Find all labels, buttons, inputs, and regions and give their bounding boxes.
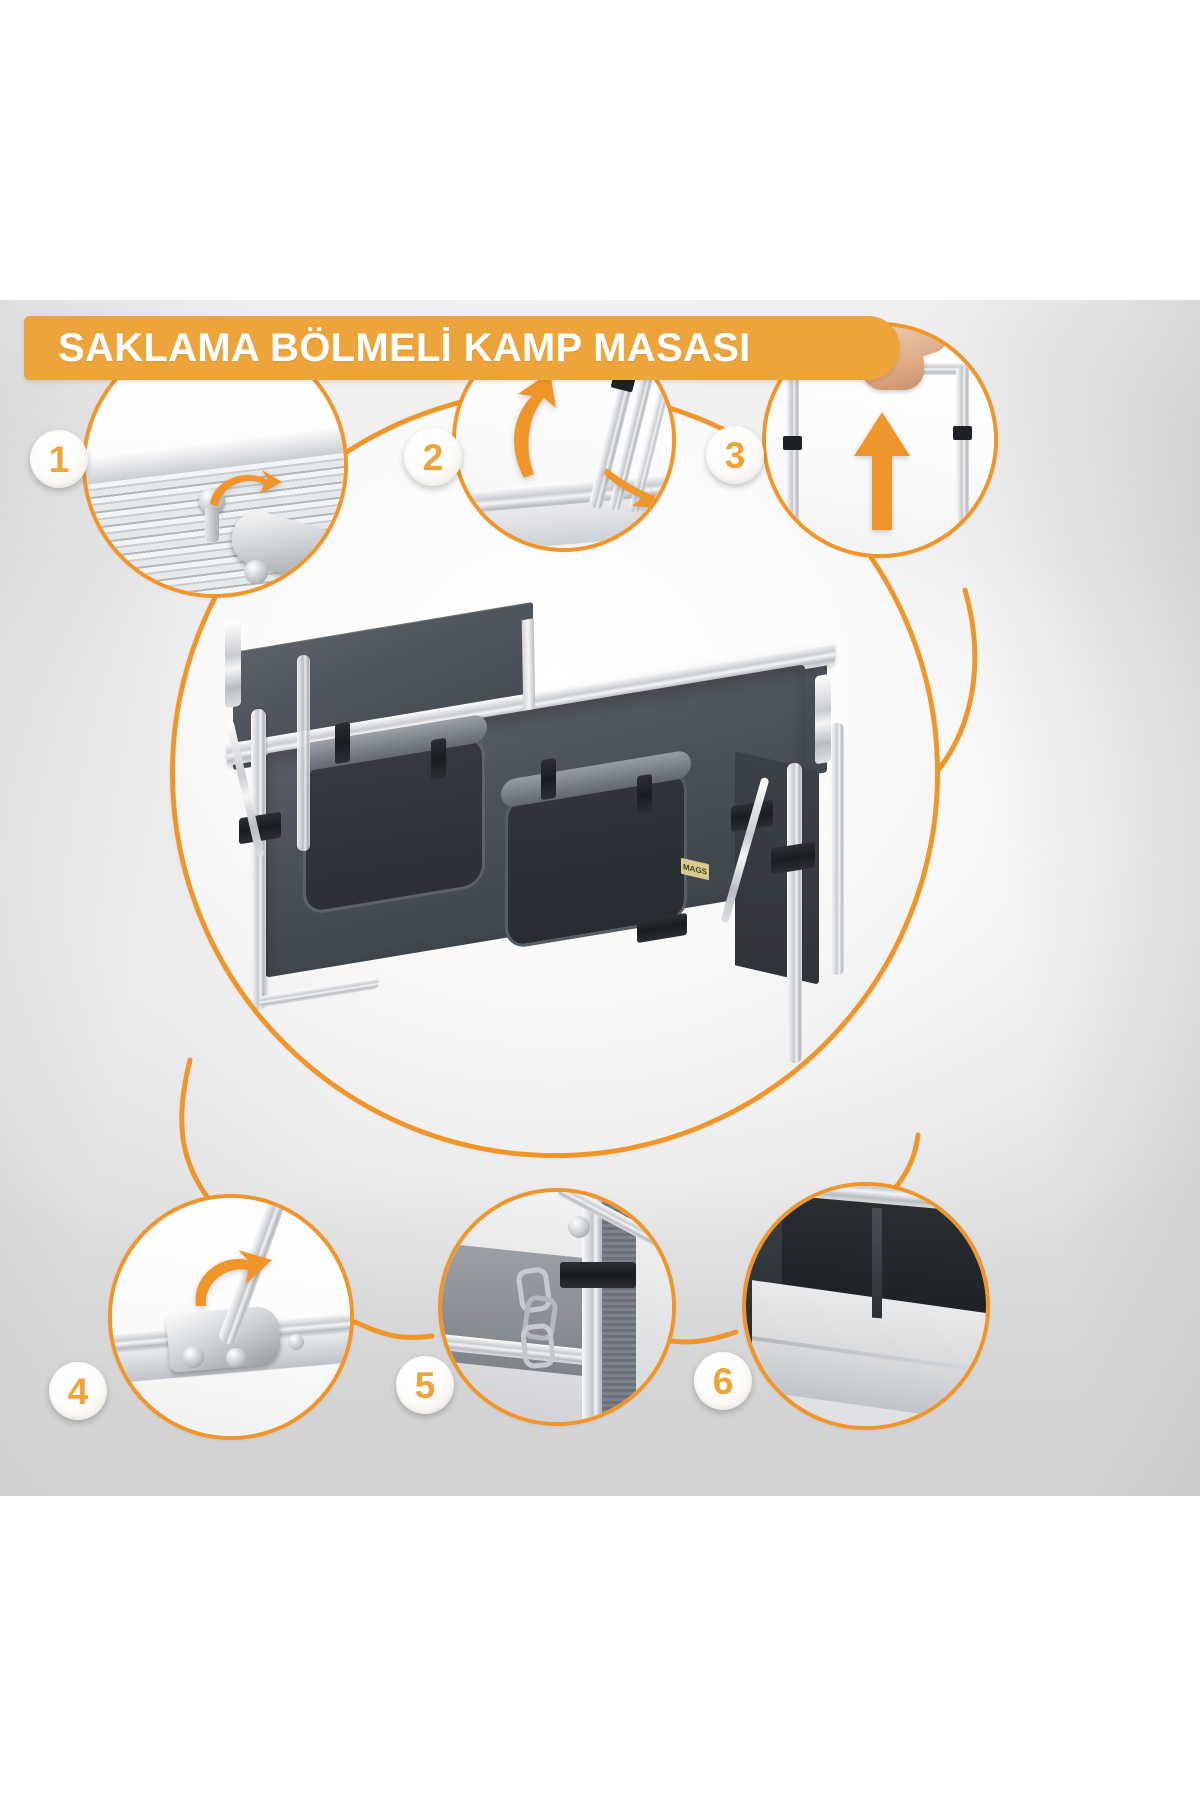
callout-circle-6 [742,1182,990,1430]
callout-badge-3: 3 [706,426,764,484]
interior-divider [872,1207,882,1319]
rotate-arrow-4 [195,1250,272,1306]
unfold-arrow-2b [604,468,660,508]
hinge-rivet-3 [288,1334,304,1350]
table-right-rail [815,673,831,765]
rotate-arrow-1 [210,470,282,506]
carry-left-post [786,366,799,552]
unfold-arrow-2 [514,372,556,478]
chain-link-3 [519,1322,557,1370]
page-title: SAKLAMA BÖLMELİ KAMP MASASI [58,325,751,370]
callout-badge-3-number: 3 [724,434,746,476]
callout-badge-4: 4 [49,1362,107,1420]
velcro-strap-5 [560,1262,636,1288]
roll-strap-2 [431,737,446,781]
latch-rivet [244,560,268,584]
infographic-panel: SAKLAMA BÖLMELİ KAMP MASASI [0,300,1200,1496]
carry-right-post [956,366,969,552]
callout-badge-4-number: 4 [67,1370,89,1412]
roll-strap-4 [637,773,652,817]
roll-strap-3 [541,757,556,801]
hinge-rivet-2 [226,1348,246,1368]
tube-leg-5 [582,1192,604,1422]
pin-shaft [205,508,219,542]
callout-badge-5-number: 5 [414,1364,436,1406]
table-leg-front-left [251,709,266,1009]
table-leg-rear-right [831,723,844,975]
hinge-rivet-1 [182,1346,204,1368]
post-clip-right [953,426,972,440]
callout-badge-2: 2 [404,428,462,486]
callout-6-scene [746,1186,986,1426]
callout-circle-4 [108,1194,354,1440]
callout-badge-5: 5 [396,1356,454,1414]
callout-badge-6-number: 6 [712,1360,734,1402]
callout-badge-2-number: 2 [422,436,444,478]
title-banner: SAKLAMA BÖLMELİ KAMP MASASI [24,316,900,380]
post-clip-left [783,436,802,450]
table-leg-front-right [787,763,802,1063]
table-left-rail [225,619,241,709]
callout-5-scene [442,1192,672,1422]
table-leg-rear-left [297,655,310,851]
pivot-5 [568,1216,590,1238]
lift-arrow-3 [854,412,910,530]
leg-cross-strut [259,977,379,1008]
roll-strap-1 [335,721,350,765]
callout-badge-1-number: 1 [48,438,70,480]
callout-badge-1: 1 [30,430,88,488]
callout-badge-6: 6 [694,1352,752,1410]
callout-circle-5 [438,1188,676,1426]
callout-4-scene [112,1198,350,1436]
